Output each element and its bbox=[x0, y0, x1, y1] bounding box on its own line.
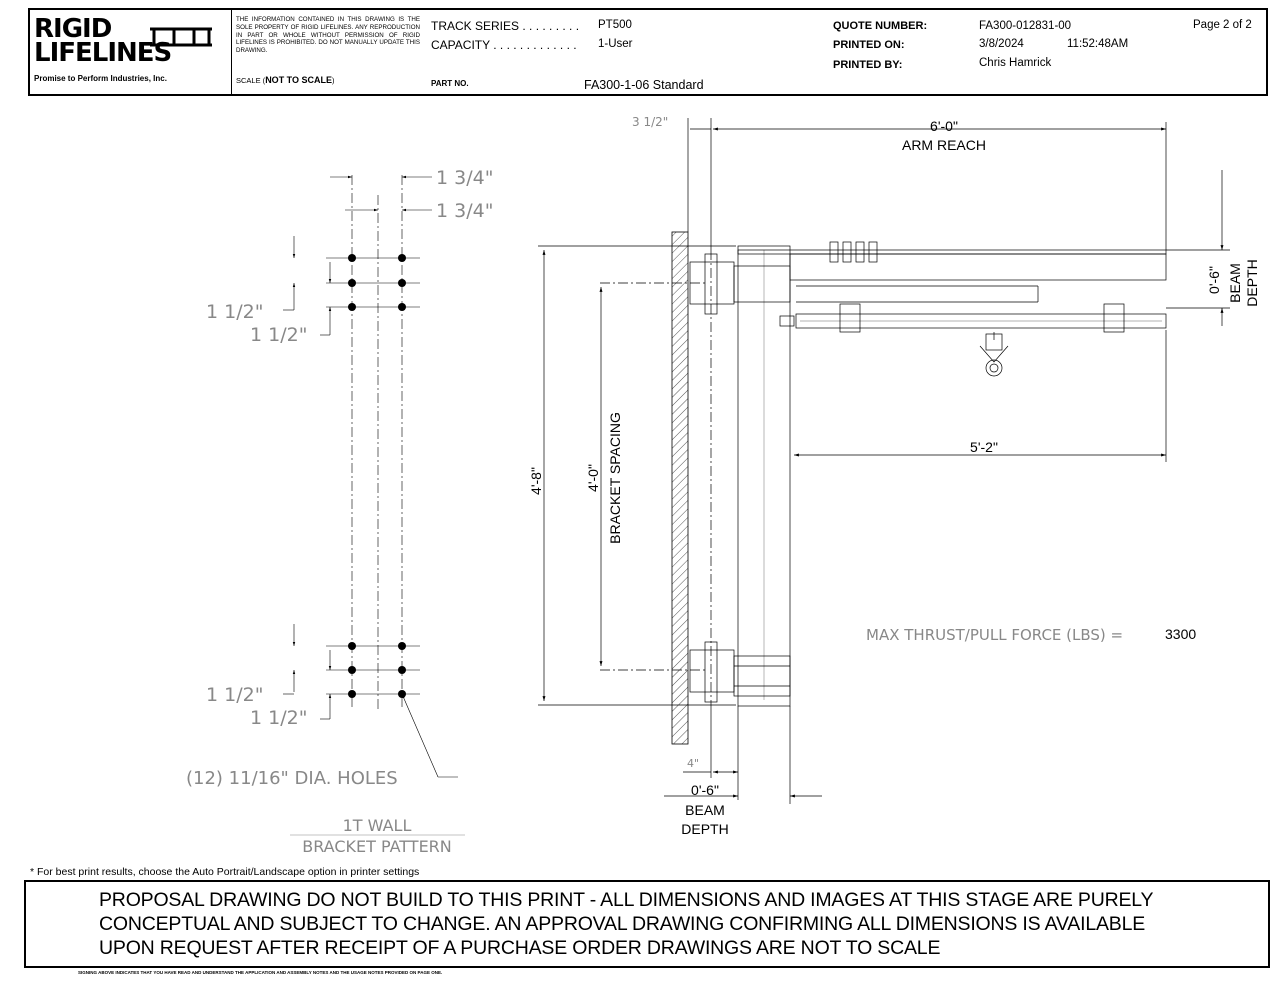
dim-upper-b: 1 1/2" bbox=[250, 324, 307, 346]
scale-note: SCALE (NOT TO SCALE) bbox=[236, 75, 335, 85]
inner-span-dim: 5'-2" bbox=[970, 439, 998, 455]
wall-section bbox=[671, 231, 689, 745]
printed-by-label: PRINTED BY: bbox=[833, 59, 903, 71]
scale-value: NOT TO SCALE bbox=[265, 75, 333, 85]
disclaimer-text: THE INFORMATION CONTAINED IN THIS DRAWIN… bbox=[236, 16, 420, 55]
holes-note: (12) 11/16" DIA. HOLES bbox=[186, 768, 398, 789]
dim-lower-a: 1 1/2" bbox=[206, 684, 263, 706]
overall-height-dim: 4'-8" bbox=[528, 467, 544, 495]
printed-by-value: Chris Hamrick bbox=[979, 57, 1052, 69]
beam-depth-bottom-value: 0'-6" bbox=[691, 782, 719, 798]
dim-top-2: 1 3/4" bbox=[436, 200, 493, 222]
beam-depth-right-value: 0'-6" bbox=[1206, 266, 1222, 294]
logo-text-rigid: RIGID bbox=[34, 14, 112, 44]
part-no-label: PART NO. bbox=[431, 79, 469, 88]
dim-top-1: 1 3/4" bbox=[436, 167, 493, 189]
arm-reach-value: 6'-0" bbox=[930, 118, 958, 134]
logo-tagline: Promise to Perform Industries, Inc. bbox=[34, 74, 167, 83]
bracket-spacing-label: BRACKET SPACING bbox=[607, 412, 623, 544]
track-series-value: PT500 bbox=[598, 19, 632, 31]
bracket-pattern-title-line2: BRACKET PATTERN bbox=[302, 837, 452, 856]
beam-depth-right-label1: BEAM bbox=[1227, 263, 1243, 303]
printed-on-time: 11:52:48AM bbox=[1067, 38, 1129, 50]
bracket-spacing-value: 4'-0" bbox=[585, 464, 601, 492]
max-force-label: MAX THRUST/PULL FORCE (LBS) = bbox=[866, 626, 1123, 644]
bracket-pattern bbox=[283, 175, 465, 836]
capacity-value: 1-User bbox=[598, 38, 633, 50]
max-force-value: 3300 bbox=[1165, 626, 1196, 642]
signature-note: SIGNING ABOVE INDICATES THAT YOU HAVE RE… bbox=[78, 970, 443, 975]
jib-elevation bbox=[538, 118, 1230, 804]
dim-upper-a: 1 1/2" bbox=[206, 301, 263, 323]
bolt-holes bbox=[348, 254, 406, 698]
beam-depth-bottom-label2: DEPTH bbox=[681, 821, 728, 837]
part-no-value: FA300-1-06 Standard bbox=[584, 78, 704, 92]
printed-on-date: 3/8/2024 bbox=[979, 38, 1024, 50]
quote-number-label: QUOTE NUMBER: bbox=[833, 20, 928, 32]
print-footnote: * For best print results, choose the Aut… bbox=[30, 866, 420, 878]
dim-four-inch: 4" bbox=[687, 757, 699, 770]
beam-depth-bottom-label1: BEAM bbox=[685, 802, 725, 818]
title-block bbox=[28, 8, 1268, 96]
printed-on-label: PRINTED ON: bbox=[833, 39, 905, 51]
track-series-label: TRACK SERIES . . . . . . . . . bbox=[431, 19, 580, 33]
proposal-warning-text: PROPOSAL DRAWING DO NOT BUILD TO THIS PR… bbox=[99, 889, 1153, 959]
dim-lower-b: 1 1/2" bbox=[250, 707, 307, 729]
arm-reach-label: ARM REACH bbox=[902, 137, 986, 153]
capacity-label: CAPACITY . . . . . . . . . . . . . bbox=[431, 38, 577, 52]
page-number: Page 2 of 2 bbox=[1193, 19, 1252, 31]
logo-text-lifelines: LIFELINES bbox=[34, 38, 172, 68]
dim-wall-offset: 3 1/2" bbox=[632, 115, 668, 129]
bracket-pattern-title-line1: 1T WALL bbox=[343, 816, 412, 835]
title-block-divider bbox=[231, 9, 232, 95]
beam-depth-right-label2: DEPTH bbox=[1244, 259, 1260, 306]
quote-number-value: FA300-012831-00 bbox=[979, 20, 1072, 32]
dimension-labels: 1 3/4" 1 3/4" 1 1/2" 1 1/2" 1 1/2" 1 1/2… bbox=[186, 115, 1260, 856]
proposal-warning-box bbox=[24, 880, 1270, 968]
